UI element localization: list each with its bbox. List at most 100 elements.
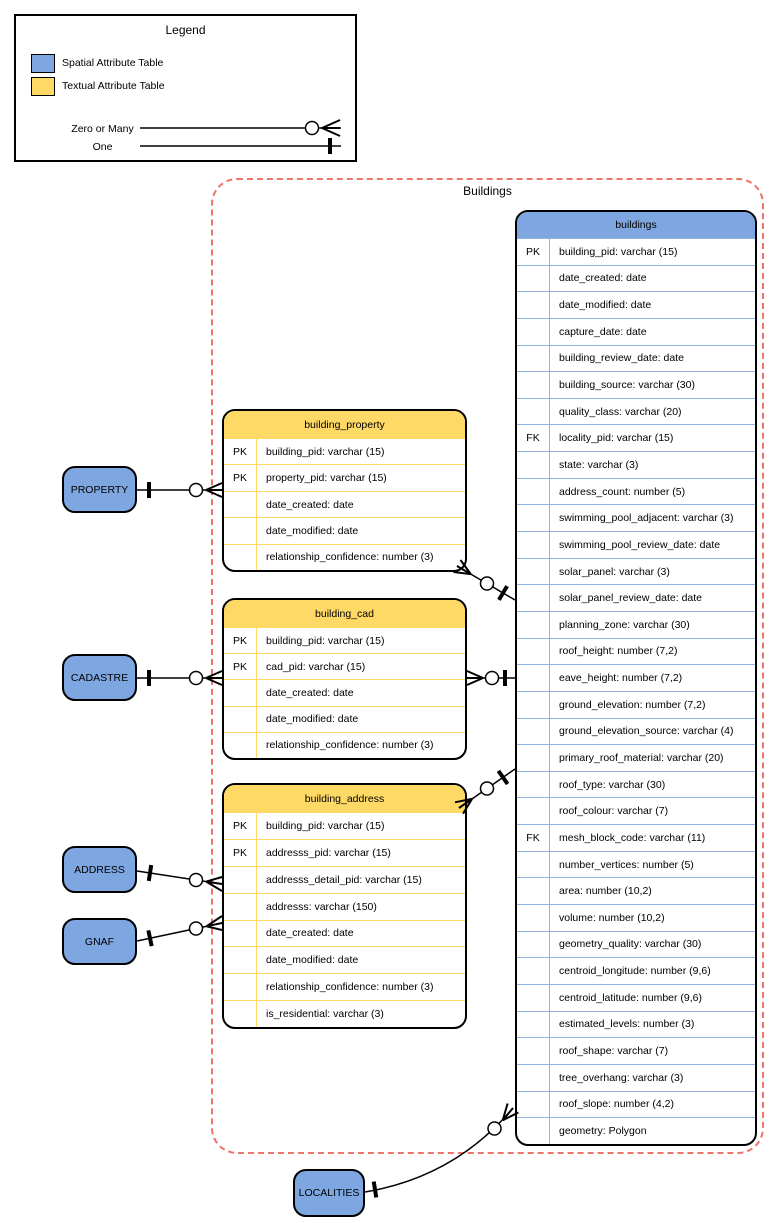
legend-title: Legend [165, 23, 206, 37]
field-cell: swimming_pool_review_date: date [559, 538, 721, 551]
key-cell [517, 372, 550, 398]
key-cell [224, 706, 257, 732]
key-cell [517, 611, 550, 638]
key-cell: PK [517, 239, 550, 265]
table-row: number_vertices: number (5) [517, 850, 755, 878]
field-cell: date_created: date [266, 687, 354, 699]
field-cell: state: varchar (3) [559, 458, 639, 471]
key-cell [224, 920, 257, 947]
table-row: state: varchar (3) [517, 451, 755, 478]
legend-box: Legend Spatial Attribute Table Textual A… [14, 14, 357, 162]
field-cell: date_modified: date [266, 713, 359, 726]
key-cell [517, 931, 550, 958]
key-cell [224, 947, 257, 974]
field-cell: number_vertices: number (5) [559, 858, 694, 871]
table-row: tree_overhang: varchar (3) [517, 1063, 755, 1091]
field-cell: building_source: varchar (30) [559, 379, 695, 392]
key-cell [517, 585, 550, 611]
key-cell [517, 984, 550, 1011]
table-row: estimated_levels: number (3) [517, 1010, 755, 1038]
field-cell: date_modified: date [266, 954, 359, 967]
table-row: date_created: date [224, 490, 465, 518]
field-cell: primary_roof_material: varchar (20) [559, 751, 724, 764]
field-cell: centroid_longitude: number (9,6) [559, 965, 711, 978]
field-cell: locality_pid: varchar (15) [559, 432, 674, 445]
field-cell: roof_type: varchar (30) [559, 778, 666, 791]
table-body: PK building_pid: varchar (15) date_created… [517, 238, 755, 1144]
field-cell: tree_overhang: varchar (3) [559, 1071, 684, 1084]
key-cell [517, 1091, 550, 1118]
field-cell: date_created: date [266, 498, 354, 511]
field-cell: date_modified: date [559, 299, 652, 312]
key-cell [517, 638, 550, 665]
field-cell: estimated_levels: number (3) [559, 1018, 695, 1031]
table-row: addresss: varchar (150) [224, 892, 465, 920]
key-cell [224, 732, 257, 758]
table-row: is_residential: varchar (3) [224, 1000, 465, 1027]
key-cell [517, 771, 550, 798]
field-cell: eave_height: number (7,2) [559, 672, 683, 685]
table-row: eave_height: number (7,2) [517, 664, 755, 691]
field-cell: building_pid: varchar (15) [559, 245, 678, 258]
table-row: roof_height: number (7,2) [517, 637, 755, 665]
table-row: capture_date: date [517, 317, 755, 345]
table-row: addresss_detail_pid: varchar (15) [224, 865, 465, 893]
entity-gnaf: GNAF [62, 918, 137, 965]
key-cell [517, 292, 550, 318]
key-cell: FK [517, 425, 550, 452]
table-row: solar_panel: varchar (3) [517, 557, 755, 585]
key-cell: PK [224, 839, 257, 866]
key-cell [517, 718, 550, 745]
key-cell [517, 665, 550, 691]
field-cell: ground_elevation_source: varchar (4) [559, 725, 734, 738]
table-row: ground_elevation: number (7,2) [517, 690, 755, 718]
table-row: planning_zone: varchar (30) [517, 610, 755, 638]
table-row: swimming_pool_adjacent: varchar (3) [517, 504, 755, 532]
field-cell: addresss: varchar (150) [266, 900, 377, 913]
table-row: date_modified: date [224, 946, 465, 974]
key-cell [517, 1118, 550, 1144]
key-cell [517, 851, 550, 878]
key-cell [517, 398, 550, 425]
key-cell [224, 544, 257, 570]
key-cell [517, 505, 550, 532]
field-cell: roof_shape: varchar (7) [559, 1045, 669, 1058]
table-row: centroid_latitude: number (9,6) [517, 983, 755, 1011]
table-row: address_count: number (5) [517, 477, 755, 505]
table-row: swimming_pool_review_date: date [517, 531, 755, 558]
entity-address: ADDRESS [62, 846, 137, 893]
field-cell: relationship_confidence: number (3) [266, 739, 434, 752]
field-cell: geometry_quality: varchar (30) [559, 938, 702, 951]
table-row: date_created: date [224, 679, 465, 706]
key-cell [517, 532, 550, 558]
key-cell [517, 558, 550, 585]
table-row: roof_type: varchar (30) [517, 770, 755, 798]
field-cell: planning_zone: varchar (30) [559, 618, 690, 631]
connector-property-building-property [137, 482, 223, 498]
table-row: date_modified: date [517, 291, 755, 318]
field-cell: date_created: date [559, 272, 647, 285]
table-title: building_address [224, 785, 465, 812]
field-cell: is_residential: varchar (3) [266, 1008, 384, 1021]
key-cell [224, 974, 257, 1001]
table-row: relationship_confidence: number (3) [224, 973, 465, 1001]
key-cell [517, 318, 550, 345]
key-cell: PK [224, 465, 257, 491]
key-cell [517, 345, 550, 372]
key-cell: PK [224, 439, 257, 465]
table-row: building_review_date: date [517, 344, 755, 372]
field-cell: building_review_date: date [559, 352, 684, 365]
table-row: area: number (10,2) [517, 877, 755, 905]
field-cell: relationship_confidence: number (3) [266, 981, 434, 994]
table-row: roof_slope: number (4,2) [517, 1090, 755, 1118]
table-row: relationship_confidence: number (3) [224, 543, 465, 570]
entity-property: PROPERTY [62, 466, 137, 513]
